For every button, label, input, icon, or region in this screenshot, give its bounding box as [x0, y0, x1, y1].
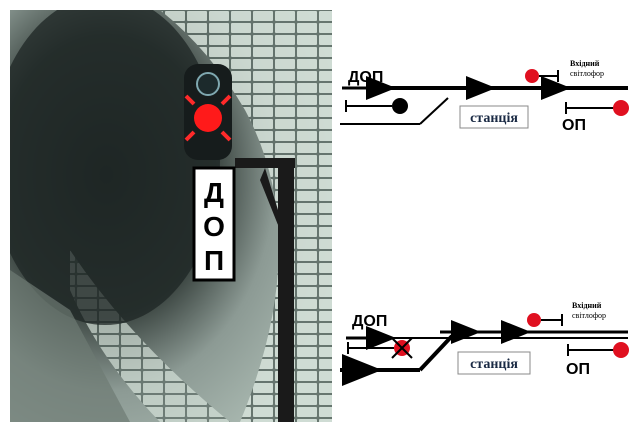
dop-sign-letter-3: П — [204, 245, 224, 276]
dop-sign-letter-1: Д — [204, 177, 224, 208]
top-dop-label: ДОП — [348, 69, 383, 86]
top-op-label: ОП — [562, 117, 586, 134]
bottom-op-label: ОП — [566, 361, 590, 378]
dop-sign-letter-2: О — [203, 211, 225, 242]
top-entry-label-2: світлофор — [570, 69, 604, 78]
top-entry-signal — [525, 69, 539, 83]
track-diagrams: ДОП станція Вхідний світлофор ОП ДОП — [340, 59, 629, 386]
diagram-bottom: ДОП станція Вхідний світлофор ОП — [340, 301, 629, 386]
top-permissive-signal — [392, 98, 408, 114]
diagram-top: ДОП станція Вхідний світлофор ОП — [340, 59, 629, 134]
bottom-station-label: станція — [470, 357, 518, 372]
bottom-entry-label-1: Вхідний — [572, 301, 602, 310]
signal-lamp-top — [196, 72, 220, 96]
dop-sign: Д О П — [192, 166, 236, 282]
top-entry-label-1: Вхідний — [570, 59, 600, 68]
bottom-entry-signal — [527, 313, 541, 327]
top-station-label: станція — [470, 111, 518, 126]
signal-pole — [278, 158, 294, 422]
top-op-signal — [613, 100, 629, 116]
tunnel-photo: Д О П — [10, 10, 332, 422]
bottom-op-signal — [613, 342, 629, 358]
bottom-entry-label-2: світлофор — [572, 311, 606, 320]
bottom-dop-label: ДОП — [352, 313, 387, 330]
signal-lamp-red — [184, 94, 232, 142]
